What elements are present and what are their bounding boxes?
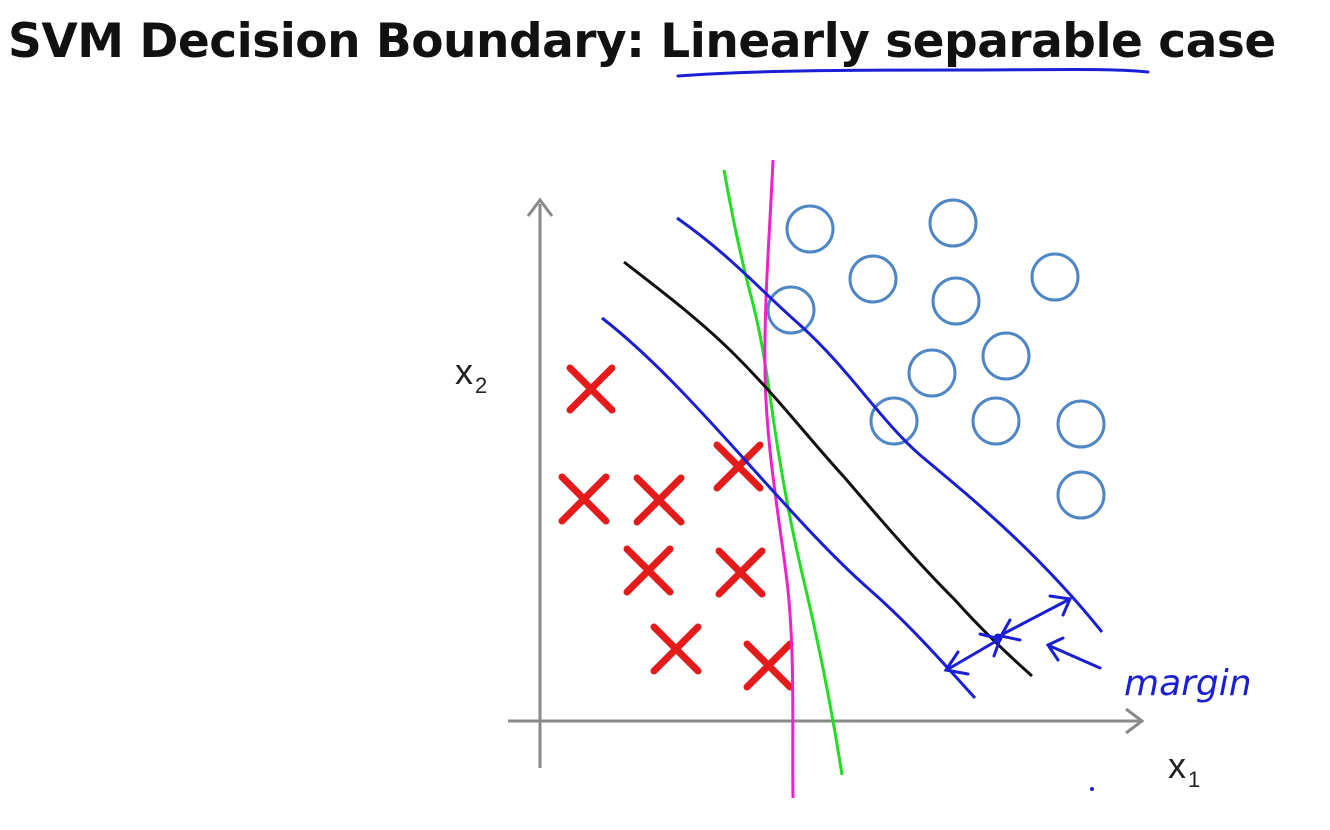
cross-point: [715, 547, 766, 598]
circle-point: [981, 331, 1031, 381]
title-underline: [676, 68, 1150, 78]
circle-point: [928, 198, 978, 248]
cross-point: [650, 623, 702, 675]
magenta-decision-boundary: [763, 159, 795, 799]
y-axis-label-sub: 2: [475, 373, 487, 398]
margin-arrow-lower: [948, 638, 1000, 670]
arrowhead-icon: [943, 650, 970, 676]
axes: [508, 197, 1145, 768]
circle-points: [766, 198, 1106, 520]
margin-arrow-upper: [1001, 598, 1070, 636]
cross-point: [623, 545, 674, 596]
x-axis-label: x 1: [1168, 745, 1200, 792]
circle-point: [766, 285, 816, 335]
circle-point: [1030, 252, 1080, 302]
cross-point: [558, 473, 610, 525]
circle-point: [869, 396, 919, 446]
title-suffix: case: [1142, 14, 1276, 69]
slide-title: SVM Decision Boundary: Linearly separabl…: [8, 14, 1276, 69]
title-prefix: SVM Decision Boundary:: [8, 14, 661, 69]
cross-point: [713, 441, 764, 492]
x-axis-arrow: [1125, 707, 1145, 735]
circle-point: [1056, 399, 1106, 449]
margin-label: margin: [1124, 663, 1252, 704]
y-axis-label-main: x: [455, 351, 473, 392]
svm-decision-boundary: [623, 260, 1033, 678]
x-axis-label-sub: 1: [1188, 767, 1200, 792]
cross-point: [633, 474, 685, 526]
x-axis-label-main: x: [1168, 745, 1186, 786]
upper-margin-line: [676, 216, 1104, 633]
title-emphasis: Linearly separable: [660, 14, 1143, 69]
y-axis-arrow: [526, 197, 554, 217]
circle-point: [1056, 470, 1106, 520]
margin-pointer-arrow: [1048, 644, 1102, 670]
circle-point: [848, 254, 898, 304]
arrowhead-icon: [1048, 594, 1073, 617]
cross-point: [566, 364, 616, 414]
circle-point: [907, 348, 957, 398]
cross-point: [743, 640, 794, 691]
circle-point: [931, 276, 981, 326]
stray-dot: [1090, 787, 1094, 791]
arrowhead-icon: [1045, 636, 1065, 662]
lower-margin-line: [601, 316, 977, 700]
cross-points: [558, 364, 794, 691]
y-axis-label: x 2: [455, 351, 487, 398]
circle-point: [785, 204, 835, 254]
circle-point: [971, 396, 1021, 446]
margin-point: [993, 633, 1003, 643]
green-decision-boundary: [722, 169, 844, 776]
margin-arrows: [943, 594, 1102, 676]
